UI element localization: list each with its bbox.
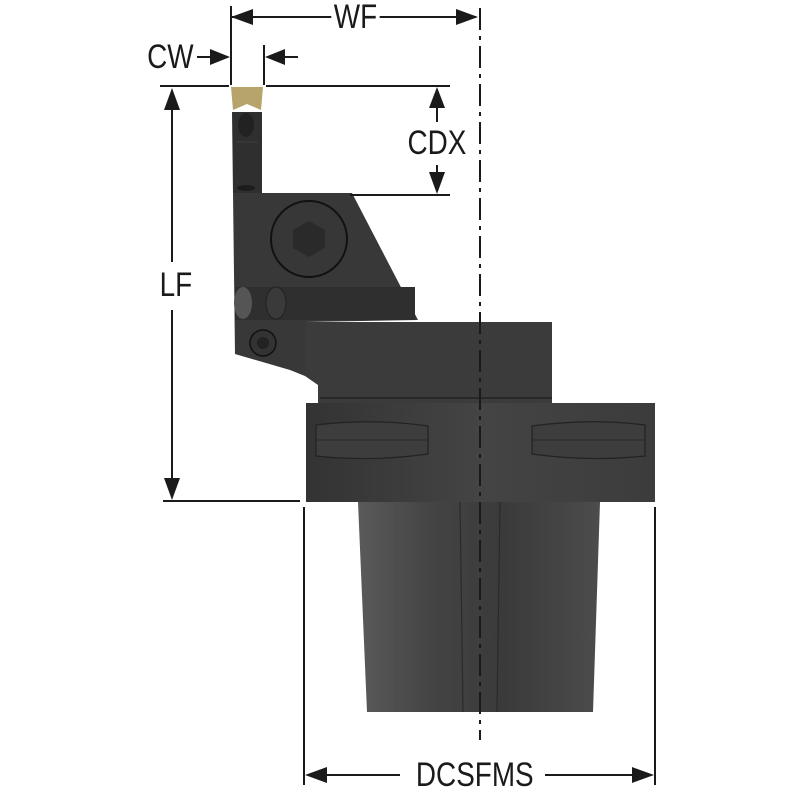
dimension-dcsfms bbox=[303, 507, 656, 785]
label-dcsfms: DCSFMS bbox=[413, 758, 537, 792]
holder-body bbox=[232, 112, 552, 403]
label-wf: WF bbox=[331, 0, 380, 34]
label-lf: LF bbox=[157, 268, 195, 302]
label-cdx: CDX bbox=[405, 126, 469, 160]
dimension-cw bbox=[197, 45, 298, 85]
label-cw: CW bbox=[147, 38, 194, 76]
dimension-lf bbox=[160, 85, 300, 502]
dimension-cdx bbox=[266, 85, 450, 196]
flange bbox=[306, 403, 655, 502]
insert bbox=[231, 87, 263, 110]
